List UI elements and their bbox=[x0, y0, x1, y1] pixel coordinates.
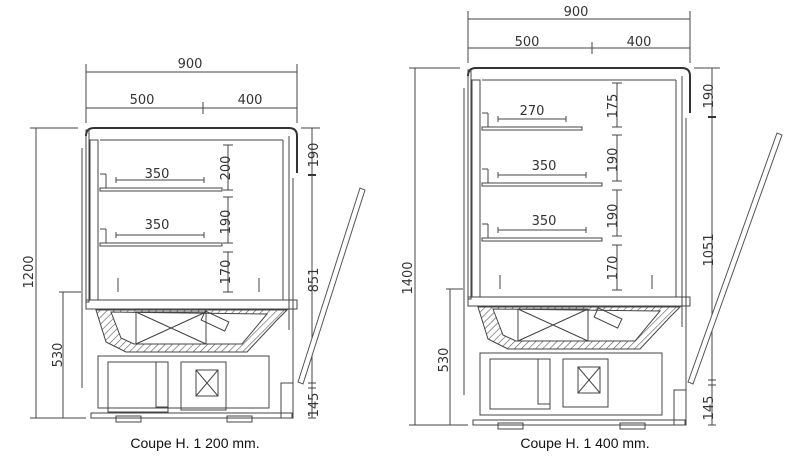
base-plinth bbox=[472, 419, 686, 426]
dim-shelf-depth: 350 bbox=[532, 214, 557, 229]
dim-shelf-depth: 350 bbox=[145, 218, 170, 233]
shelf bbox=[481, 126, 583, 131]
drawing-line bbox=[195, 369, 219, 397]
drawing-line bbox=[517, 308, 589, 342]
dim-shelf-spacing: 170 bbox=[606, 256, 621, 281]
foot bbox=[497, 422, 524, 430]
dim-shelf-spacing: 200 bbox=[219, 156, 234, 181]
dim-base-height: 530 bbox=[51, 343, 66, 368]
condenser-fan bbox=[537, 358, 551, 405]
drawing-line bbox=[135, 311, 207, 345]
dim-right-top: 190 bbox=[702, 84, 717, 109]
fan bbox=[593, 307, 623, 329]
dim-right-middle: 1051 bbox=[702, 233, 717, 266]
section-drawing-1400 bbox=[409, 11, 783, 430]
shelf bbox=[481, 182, 603, 187]
front-frame bbox=[89, 139, 99, 301]
dim-shelf-spacing: 175 bbox=[606, 94, 621, 119]
evaporator bbox=[517, 308, 589, 342]
compressor-box bbox=[195, 369, 219, 397]
foot bbox=[619, 422, 646, 430]
dim-base-height: 530 bbox=[437, 348, 452, 373]
dim-shelf-spacing: 190 bbox=[606, 148, 621, 173]
dim-front-width: 500 bbox=[130, 93, 155, 108]
front-glass bbox=[85, 129, 90, 303]
cabinet-top bbox=[467, 67, 691, 113]
machine-compartment bbox=[479, 352, 663, 416]
foot bbox=[226, 415, 253, 423]
condenser bbox=[107, 361, 169, 413]
caption: Coupe H. 1 200 mm. bbox=[130, 435, 259, 451]
caption: Coupe H. 1 400 mm. bbox=[520, 435, 649, 451]
dim-right-top: 190 bbox=[307, 143, 322, 168]
dim-shelf-depth: 350 bbox=[532, 159, 557, 174]
cabinet-top bbox=[85, 127, 298, 173]
dim-right-bottom: 145 bbox=[702, 396, 717, 421]
front-glass bbox=[467, 69, 472, 300]
dim-right-bottom: 145 bbox=[307, 393, 322, 418]
section-drawing-1200 bbox=[30, 64, 366, 423]
shelf bbox=[99, 187, 223, 192]
drawing-line bbox=[577, 366, 601, 394]
dim-right-middle: 851 bbox=[307, 268, 322, 293]
dim-total-width: 900 bbox=[564, 5, 589, 20]
evaporator bbox=[135, 311, 207, 345]
tilted-glass bbox=[687, 132, 783, 385]
dim-shelf-spacing: 190 bbox=[606, 204, 621, 229]
deck-insulation bbox=[85, 299, 298, 310]
dim-total-height: 1400 bbox=[401, 261, 416, 294]
foot bbox=[115, 415, 142, 423]
dim-back-width: 400 bbox=[238, 93, 263, 108]
compressor bbox=[180, 361, 227, 411]
dim-shelf-depth: 350 bbox=[145, 167, 170, 182]
condenser bbox=[489, 358, 551, 410]
front-frame bbox=[471, 79, 481, 298]
dim-shelf-depth: 270 bbox=[520, 104, 545, 119]
dim-shelf-spacing: 190 bbox=[219, 210, 234, 235]
dim-shelf-spacing: 170 bbox=[219, 260, 234, 285]
dim-front-width: 500 bbox=[515, 35, 540, 50]
tilted-glass bbox=[297, 187, 366, 385]
dim-back-width: 400 bbox=[627, 35, 652, 50]
deck-insulation bbox=[467, 296, 691, 307]
base-plinth bbox=[90, 412, 293, 419]
condenser-fan bbox=[155, 361, 169, 408]
compressor bbox=[562, 358, 609, 408]
shelf bbox=[99, 242, 223, 247]
dim-total-height: 1200 bbox=[22, 255, 37, 288]
compressor-box bbox=[577, 366, 601, 394]
machine-compartment bbox=[97, 355, 270, 409]
dim-total-width: 900 bbox=[178, 57, 203, 72]
air-duct bbox=[110, 311, 269, 345]
shelf bbox=[481, 237, 603, 242]
fan bbox=[200, 310, 230, 332]
